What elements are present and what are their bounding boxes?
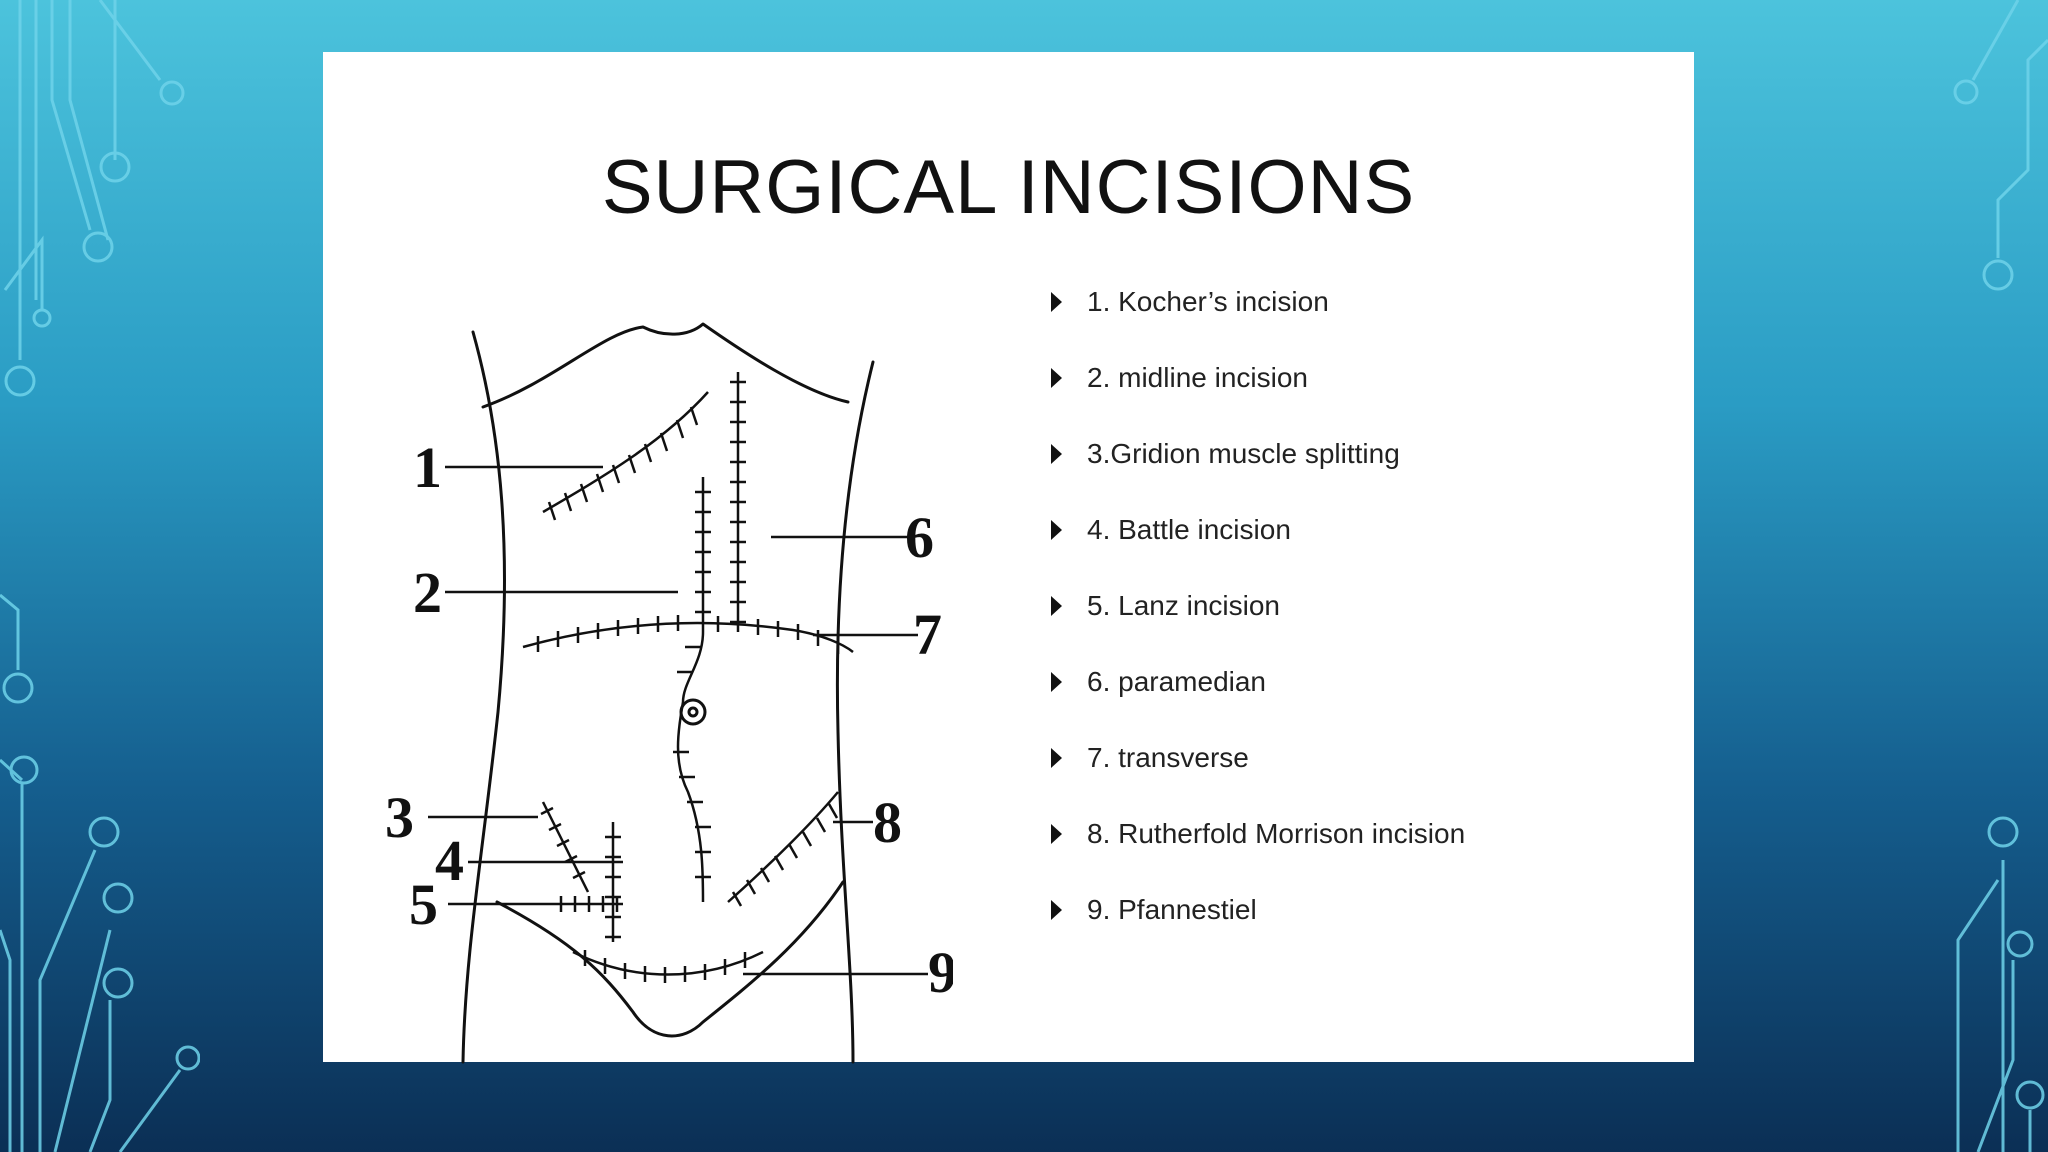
list-item: 2. midline incision (1049, 340, 1465, 416)
bullet-arrow-icon (1051, 672, 1062, 692)
rib-margin (481, 322, 850, 409)
diagram-label-8: 8 (873, 790, 902, 855)
umbilicus (679, 698, 707, 726)
bullet-arrow-icon (1051, 368, 1062, 388)
torso-right-side (835, 360, 875, 1064)
list-item-text: 8. Rutherfold Morrison incision (1087, 818, 1466, 849)
list-item-text: 3.Gridion muscle splitting (1087, 438, 1400, 469)
list-item-text: 5. Lanz incision (1087, 590, 1281, 621)
bullet-arrow-icon (1051, 900, 1062, 920)
diagram-label-5: 5 (409, 872, 438, 937)
circuit-decoration-left (0, 0, 200, 1152)
abdomen-incision-diagram: 1 2 3 4 5 6 7 8 9 (385, 322, 953, 1064)
list-item: 6. paramedian (1049, 644, 1465, 720)
diagram-label-7: 7 (913, 602, 942, 667)
list-item: 3.Gridion muscle splitting (1049, 416, 1465, 492)
bullet-arrow-icon (1051, 824, 1062, 844)
bullet-arrow-icon (1051, 292, 1062, 312)
diagram-label-1: 1 (413, 435, 442, 500)
list-item: 9. Pfannestiel (1049, 872, 1465, 948)
list-item-text: 7. transverse (1087, 742, 1249, 773)
circuit-decoration-right (1953, 0, 2048, 1152)
bullet-arrow-icon (1051, 520, 1062, 540)
diagram-label-3: 3 (385, 785, 414, 850)
incision-transverse (522, 621, 854, 653)
list-item-text: 1. Kocher’s incision (1087, 286, 1329, 317)
diagram-label-9: 9 (928, 940, 953, 1005)
list-item-text: 9. Pfannestiel (1087, 894, 1257, 925)
diagram-label-4: 4 (435, 828, 464, 893)
incision-kocher (542, 391, 709, 514)
torso-left-side (461, 330, 507, 1064)
diagram-label-6: 6 (905, 505, 934, 570)
incision-pfannenstiel (572, 950, 764, 976)
list-item-text: 2. midline incision (1087, 362, 1308, 393)
list-item-text: 6. paramedian (1087, 666, 1267, 697)
incision-list: 1. Kocher’s incision 2. midline incision… (1049, 264, 1465, 948)
list-item: 5. Lanz incision (1049, 568, 1465, 644)
list-item: 4. Battle incision (1049, 492, 1465, 568)
list-item: 8. Rutherfold Morrison incision (1049, 796, 1465, 872)
list-item: 7. transverse (1049, 720, 1465, 796)
incision-gridiron (541, 801, 590, 893)
incision-rutherford-morrison (727, 791, 839, 903)
incision-midline (676, 477, 705, 903)
bullet-arrow-icon (1051, 444, 1062, 464)
bullet-arrow-icon (1051, 596, 1062, 616)
slide-card: SURGICAL INCISIONS (323, 52, 1694, 1064)
list-item-text: 4. Battle incision (1087, 514, 1291, 545)
diagram-label-2: 2 (413, 560, 442, 625)
bullet-arrow-icon (1051, 748, 1062, 768)
list-item: 1. Kocher’s incision (1049, 264, 1465, 340)
slide-title: SURGICAL INCISIONS (601, 145, 1416, 230)
